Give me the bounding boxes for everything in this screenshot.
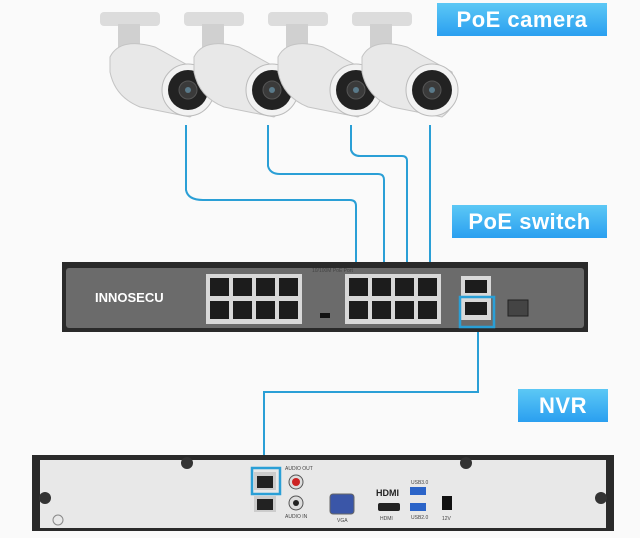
switch-port-4[interactable] <box>233 301 252 319</box>
usb-port-top[interactable] <box>410 487 426 495</box>
usb-bottom-label: USB2.0 <box>411 515 428 521</box>
switch-port-8[interactable] <box>279 301 298 319</box>
switch-port-12[interactable] <box>372 301 391 319</box>
highlight-nvr-lan <box>250 466 282 496</box>
vga-label: VGA <box>337 518 348 524</box>
cables <box>185 125 479 470</box>
vlan-dip-switch[interactable] <box>320 313 330 318</box>
switch-port-3[interactable] <box>233 278 252 296</box>
ground-icon <box>52 514 64 526</box>
hdmi-port[interactable] <box>378 503 400 511</box>
power-label: 12V <box>442 516 452 522</box>
nvr-label: NVR <box>518 389 608 422</box>
switch-port-header: 10/100M PoE Port <box>312 268 353 274</box>
switch-port-14[interactable] <box>395 301 414 319</box>
poe-switch: INNOSECU 10/100M PoE Port <box>62 262 588 332</box>
switch-port-7[interactable] <box>279 278 298 296</box>
switch-port-10[interactable] <box>349 301 368 319</box>
audio-out-label: AUDIO OUT <box>285 466 313 472</box>
switch-brand: INNOSECU <box>95 290 164 305</box>
switch-port-15[interactable] <box>418 278 437 296</box>
port-g17[interactable] <box>465 280 487 293</box>
hdmi-label: HDMI <box>380 516 393 522</box>
cable-camera-2 <box>267 125 385 268</box>
switch-port-13[interactable] <box>395 278 414 296</box>
switch-ports <box>210 278 437 319</box>
nvr-device: AUDIO OUT AUDIO IN VGA HDMI HDMI USB3.0 … <box>32 455 614 531</box>
nvr-lan-port-2[interactable] <box>257 499 273 510</box>
usb-top-label: USB3.0 <box>411 480 428 486</box>
sfp-port-g19[interactable] <box>507 299 529 317</box>
hdmi-logo: HDMI <box>376 488 399 498</box>
nvr-lan-port[interactable] <box>257 476 273 488</box>
poe-switch-label: PoE switch <box>452 205 607 238</box>
switch-port-1[interactable] <box>210 278 229 296</box>
switch-port-6[interactable] <box>256 301 275 319</box>
switch-port-5[interactable] <box>256 278 275 296</box>
cable-camera-1 <box>185 125 357 268</box>
cable-camera-3 <box>350 125 408 268</box>
port-g18[interactable] <box>465 302 487 315</box>
usb-port-bottom[interactable] <box>410 503 426 511</box>
highlight-g18 <box>458 295 496 329</box>
power-port[interactable] <box>442 496 452 510</box>
switch-port-9[interactable] <box>349 278 368 296</box>
cable-nvr <box>263 330 479 470</box>
audio-in-label: AUDIO IN <box>285 514 308 520</box>
vga-port[interactable] <box>329 493 355 515</box>
switch-port-2[interactable] <box>210 301 229 319</box>
camera-1 <box>100 12 215 118</box>
switch-port-11[interactable] <box>372 278 391 296</box>
poe-camera-label: PoE camera <box>437 3 607 36</box>
switch-port-16[interactable] <box>418 301 437 319</box>
camera-4 <box>352 12 459 118</box>
